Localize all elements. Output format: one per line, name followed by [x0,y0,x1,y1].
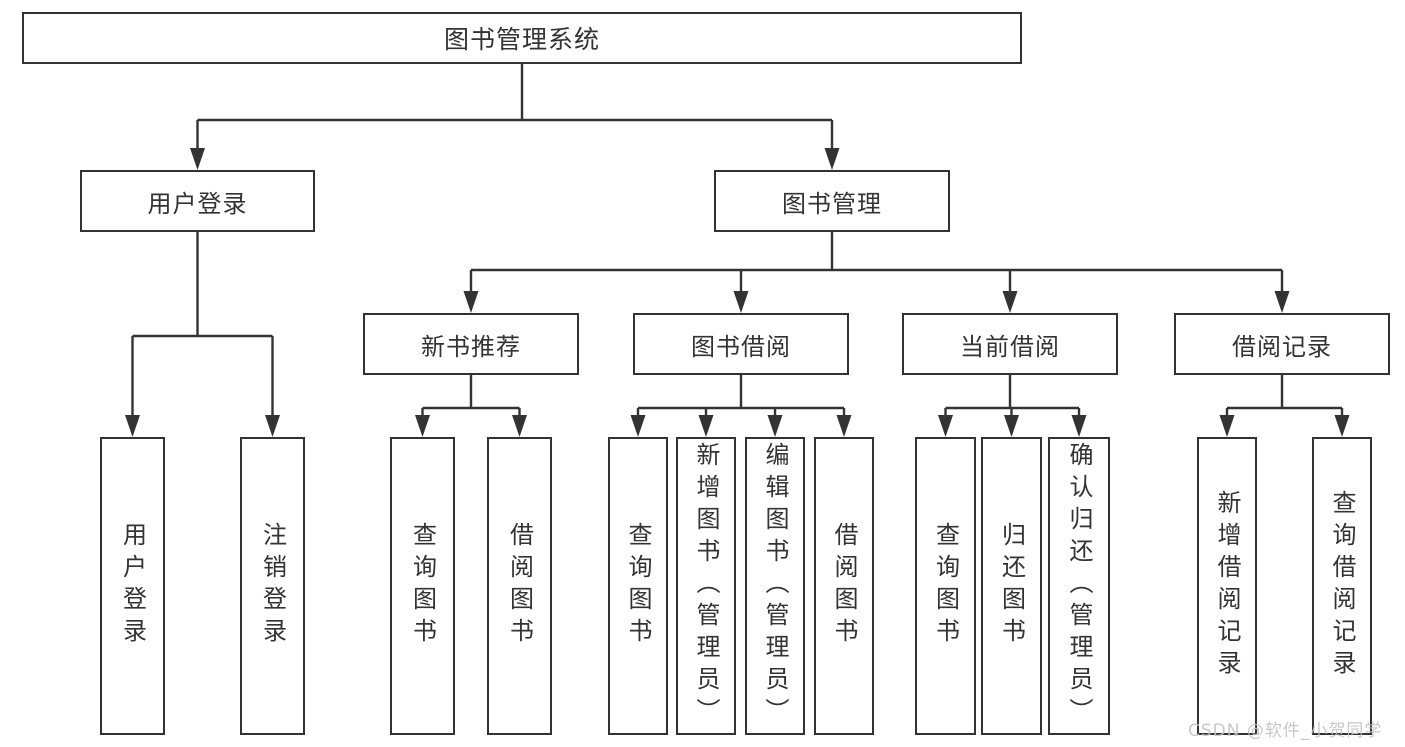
node-current-borrow: 当前借阅 [902,313,1118,375]
leaf-add-borrow-record: 新增借阅记录 [1197,437,1257,735]
leaf-logout-login: 注销登录 [240,437,305,735]
leaf-user-login: 用户登录 [100,437,165,735]
leaf-confirm-return-admin: 确认归还（管理员） [1048,437,1110,735]
leaf-return-books: 归还图书 [981,437,1042,735]
leaf-query-books-recommend: 查询图书 [390,437,455,735]
node-library-system: 图书管理系统 [22,12,1022,64]
node-user-login: 用户登录 [80,170,315,232]
leaf-add-books-admin: 新增图书（管理员） [676,437,736,735]
node-book-borrow: 图书借阅 [633,313,849,375]
node-book-management: 图书管理 [714,170,950,232]
node-new-book-recommend: 新书推荐 [363,313,579,375]
leaf-query-borrow-record: 查询借阅记录 [1312,437,1372,735]
leaf-edit-books-admin: 编辑图书（管理员） [745,437,805,735]
leaf-borrow-books: 借阅图书 [814,437,874,735]
leaf-query-books-current: 查询图书 [915,437,976,735]
leaf-query-books-borrow: 查询图书 [608,437,668,735]
leaf-borrow-books-recommend: 借阅图书 [487,437,552,735]
node-borrow-records: 借阅记录 [1174,313,1390,375]
csdn-watermark: CSDN @软件_小贺同学 [1188,721,1383,741]
